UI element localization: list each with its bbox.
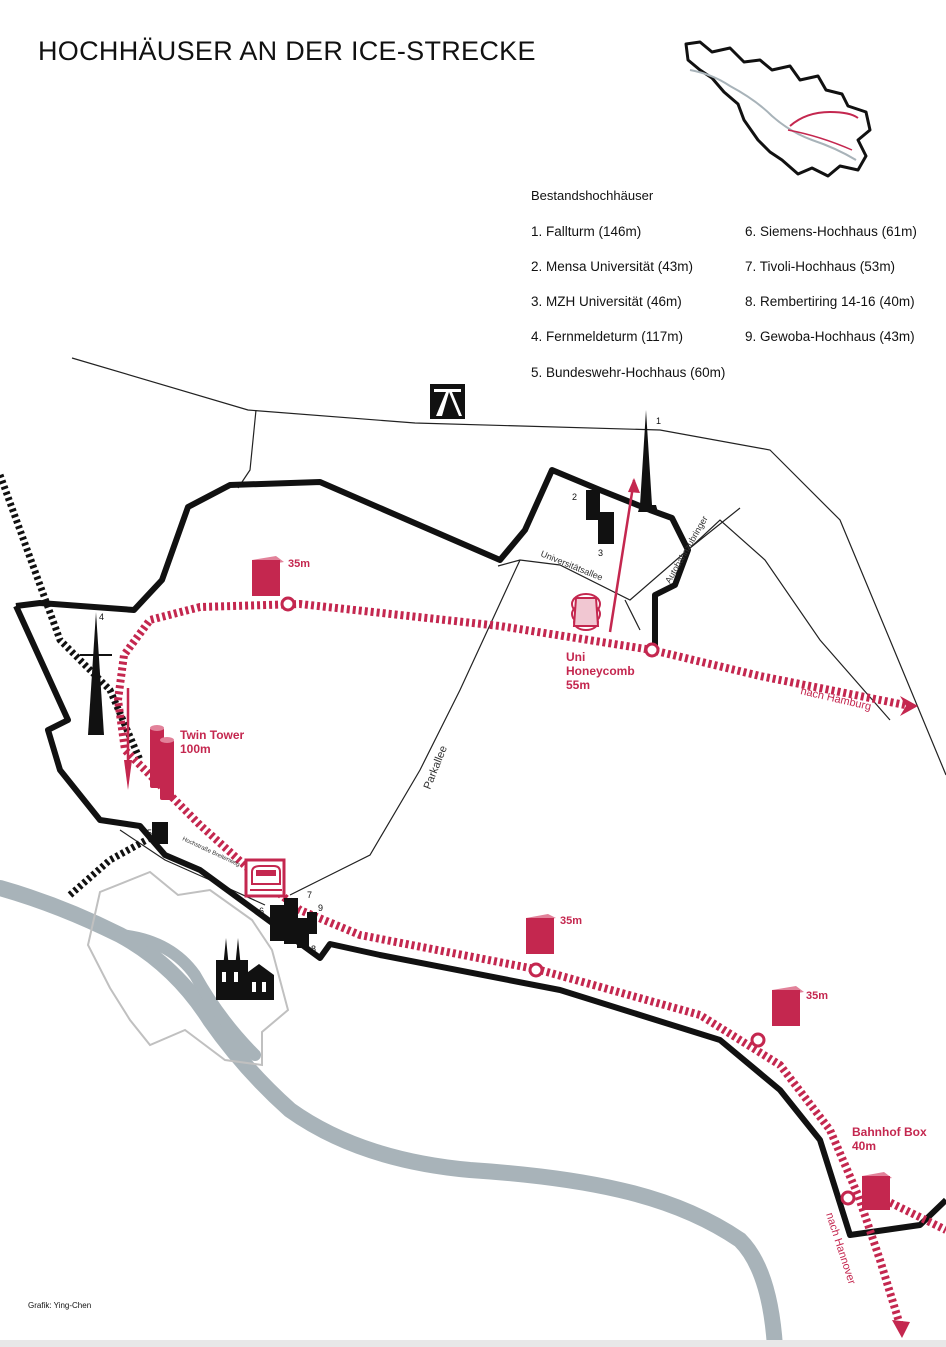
building-number-3: 3 [598, 548, 603, 558]
autobahn-road [71, 357, 946, 776]
building-3-icon [598, 512, 614, 544]
fallturm-icon [638, 410, 658, 512]
label-honeycomb-height: 55m [566, 678, 590, 692]
building-number-1: 1 [656, 416, 661, 426]
tower-south-35-a [526, 914, 556, 954]
label-honeycomb-2: Honeycomb [566, 664, 635, 678]
fernmeldeturm-icon [88, 612, 104, 735]
legend-heading: Bestandshochhäuser [531, 188, 654, 203]
train-station-icon [244, 858, 286, 898]
building-2-icon [586, 490, 600, 520]
direction-arrows [124, 696, 918, 1338]
autobahn-icon [430, 384, 465, 419]
river [0, 880, 783, 1347]
tower-honeycomb [571, 593, 601, 631]
side-road [237, 409, 257, 489]
building-number-2: 2 [572, 492, 577, 502]
legend-item-4: 4. Fernmeldeturm (117m) [531, 329, 684, 344]
parkallee-road [289, 559, 521, 896]
uni-connector [624, 599, 641, 631]
building-number-4: 4 [99, 612, 104, 622]
building-5-icon [152, 822, 168, 844]
arrow-hannover-icon [892, 1320, 910, 1338]
station-north [280, 596, 296, 612]
station-south-b [750, 1032, 766, 1048]
stations [280, 596, 856, 1206]
arrow-twin-icon [124, 760, 132, 790]
building-6-icon [270, 905, 286, 941]
building-number-6: 6 [259, 906, 264, 916]
locator-map-icon [684, 40, 872, 178]
building-number-7: 7 [307, 890, 312, 900]
existing-buildings [80, 410, 658, 948]
street-label-universitaetsallee: Universitätsallee [539, 549, 604, 583]
label-twin-height: 100m [180, 742, 211, 756]
label-north-35: 35m [288, 558, 310, 570]
tower-south-35-b [772, 986, 804, 1026]
old-town-outline [86, 870, 290, 1067]
universitaetsallee-road [497, 507, 741, 601]
legend-item-1: 1. Fallturm (146m) [531, 224, 642, 239]
railway-north [15, 467, 691, 648]
legend-item-5: 5. Bundeswehr-Hochhaus (60m) [531, 365, 726, 380]
label-honeycomb-1: Uni [566, 650, 585, 664]
tower-north-35 [252, 556, 284, 596]
legend-item-6: 6. Siemens-Hochhaus (61m) [745, 224, 917, 239]
tower-twin [150, 725, 174, 800]
label-bahnhof-height: 40m [852, 1139, 876, 1153]
thin-streets [71, 357, 946, 906]
station-uni [644, 642, 660, 658]
legend-item-3: 3. MZH Universität (46m) [531, 294, 682, 309]
arrow-honeycomb-icon [628, 478, 640, 493]
legend-item-9: 9. Gewoba-Hochhaus (43m) [745, 329, 915, 344]
label-twin-tower: Twin Tower [180, 728, 245, 742]
station-bahnhof [840, 1190, 856, 1206]
building-8-icon [297, 918, 309, 948]
label-south-35-b: 35m [806, 990, 828, 1002]
map-title: HOCHHÄUSER AN DER ICE-STRECKE [38, 36, 536, 66]
ice-route [113, 599, 946, 1327]
station-south-a [528, 962, 544, 978]
tower-bahnhof-box [862, 1172, 892, 1210]
branch-railways [0, 473, 152, 898]
building-number-5: 5 [147, 828, 152, 838]
label-south-35-a: 35m [560, 915, 582, 927]
label-nach-hannover: nach Hannover [823, 1211, 858, 1286]
legend-item-2: 2. Mensa Universität (43m) [531, 259, 694, 274]
building-number-8: 8 [311, 944, 316, 954]
bottom-edge [0, 1340, 946, 1347]
arrow-hamburg-icon [900, 696, 918, 716]
honeycomb-link [608, 479, 636, 633]
building-number-9: 9 [318, 903, 323, 913]
cathedral-icon [216, 938, 274, 1000]
street-label-autobahnzubringer: Autobahnzubringer [663, 514, 710, 585]
autobahnzubringer-road [689, 519, 891, 721]
building-7-icon [284, 898, 298, 944]
label-nach-hamburg: nach Hamburg [799, 685, 872, 713]
railway-south [13, 604, 946, 1238]
building-9-icon [307, 912, 317, 934]
legend-item-7: 7. Tivoli-Hochhaus (53m) [745, 259, 896, 274]
graphic-credit: Grafik: Ying-Chen [28, 1301, 92, 1310]
legend-item-8: 8. Rembertiring 14-16 (40m) [745, 294, 915, 309]
street-label-parkallee: Parkallee [422, 744, 450, 791]
label-bahnhof-box: Bahnhof Box [852, 1125, 927, 1139]
hochstrasse-road [119, 829, 266, 906]
